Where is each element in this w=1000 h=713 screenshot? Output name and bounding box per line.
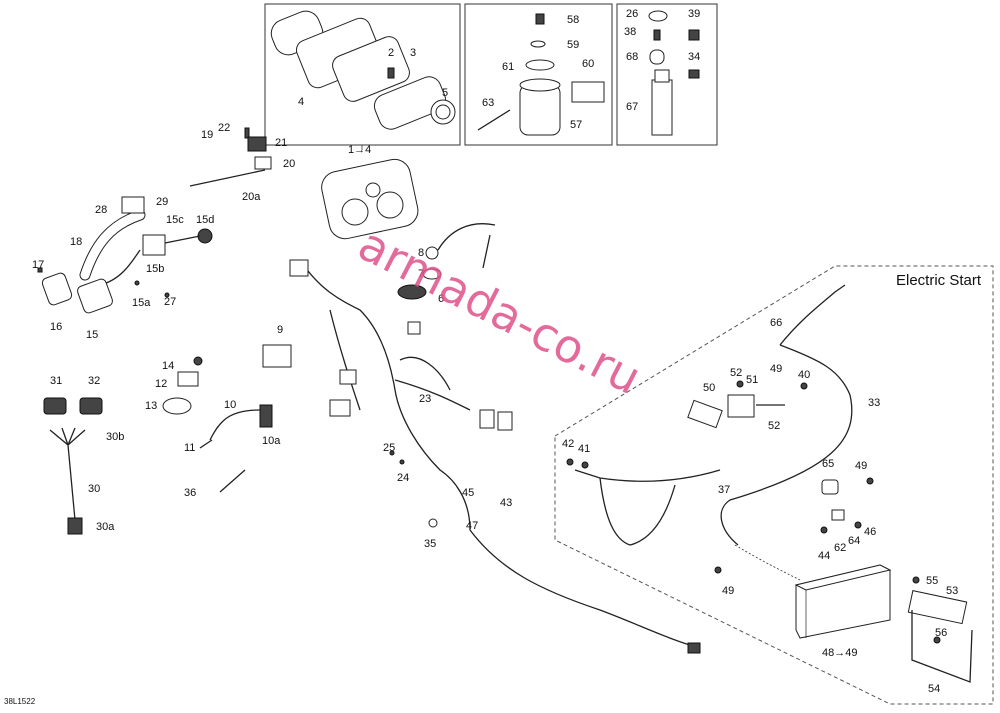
callout: 67 [626,101,638,113]
callout: 52 [730,367,742,379]
callout: 2 [388,47,394,59]
callout: 29 [156,196,168,208]
callout: 12 [155,378,167,390]
callout: 44 [818,550,830,562]
callout: 10 [224,399,236,411]
callout: 27 [164,296,176,308]
callout: 10a [262,435,281,447]
callout: 15c [166,214,184,226]
callout: 46 [864,526,876,538]
callout: 24 [397,472,409,484]
callout: 56 [935,627,947,639]
callout: 15a [132,297,151,309]
callout: 20 [283,158,295,170]
callout: 15d [196,214,214,226]
inset-box-consumables [616,3,718,146]
callout: 35 [424,538,436,550]
callout: 23 [419,393,431,405]
gauge-parts [270,10,456,130]
callout: 65 [822,458,834,470]
callout: 34 [688,51,700,63]
callout: 17 [32,259,44,271]
inset-box-fuel-pump [464,3,613,146]
callout: 62 [834,542,846,554]
callout: 48→49 [822,647,857,659]
callout: 25 [383,442,395,454]
callout: 38 [624,26,636,38]
callout: 61 [502,61,514,73]
callout: 57 [570,119,582,131]
drawing-code: 38L1522 [4,697,36,706]
callout: 3 [410,47,416,59]
left-side-parts [37,127,272,314]
main-harness [262,259,701,654]
callout: 33 [868,397,880,409]
instrument-cluster [321,158,419,240]
callout: 49 [770,363,782,375]
callout: 59 [567,39,579,51]
callout: 52 [768,420,780,432]
callout: 64 [848,535,860,547]
callout: 19 [201,129,213,141]
callout: 66 [770,317,782,329]
callout-labels: 1→4 2 3 4 5 6 7 8 9 10 10a 11 12 13 14 1… [32,8,958,695]
sensor-parts [162,356,273,493]
callout: 31 [50,375,62,387]
callout: 22 [218,122,230,134]
fuel-pump-parts [477,13,605,136]
callout: 47 [466,520,478,532]
callout: 15 [86,329,98,341]
callout: 36 [184,487,196,499]
callout: 63 [482,97,494,109]
callout: 58 [567,14,579,26]
electric-start-parts [566,284,973,683]
consumable-parts [648,10,700,136]
callout: 43 [500,497,512,509]
callout: 26 [626,8,638,20]
callout: 6 [438,293,444,305]
callout: 53 [946,585,958,597]
callout: 50 [703,382,715,394]
callout: 39 [688,8,700,20]
callout: 14 [162,360,174,372]
accessory-switches [43,397,103,535]
callout: 15b [146,263,164,275]
callout: 30b [106,431,124,443]
callout: 16 [50,321,62,333]
callout: 68 [626,51,638,63]
callout: 5 [442,87,448,99]
callout: 41 [578,443,590,455]
callout: 55 [926,575,938,587]
inset-box-gauge [264,3,461,146]
key-switch [397,223,496,335]
callout: 8 [418,247,424,259]
callout: 49 [722,585,734,597]
callout: 1→4 [348,144,371,156]
callout: 42 [562,438,574,450]
callout: 45 [462,487,474,499]
callout: 7 [418,268,424,280]
callout: 18 [70,236,82,248]
callout: 13 [145,400,157,412]
callout: 40 [798,369,810,381]
callout: 4 [298,96,304,108]
callout: 54 [928,683,940,695]
callout: 11 [184,442,195,454]
callout: 28 [95,204,107,216]
callout: 32 [88,375,100,387]
callout: 20a [242,191,261,203]
callout: 21 [275,137,287,149]
callout: 37 [718,484,730,496]
callout: 60 [582,58,594,70]
watermark: armada-co.ru [350,217,649,405]
callout: 51 [746,374,758,386]
callout: 30a [96,521,115,533]
callout: 9 [277,324,283,336]
section-title: Electric Start [896,272,982,289]
callout: 30 [88,483,100,495]
callout: 49 [855,460,867,472]
